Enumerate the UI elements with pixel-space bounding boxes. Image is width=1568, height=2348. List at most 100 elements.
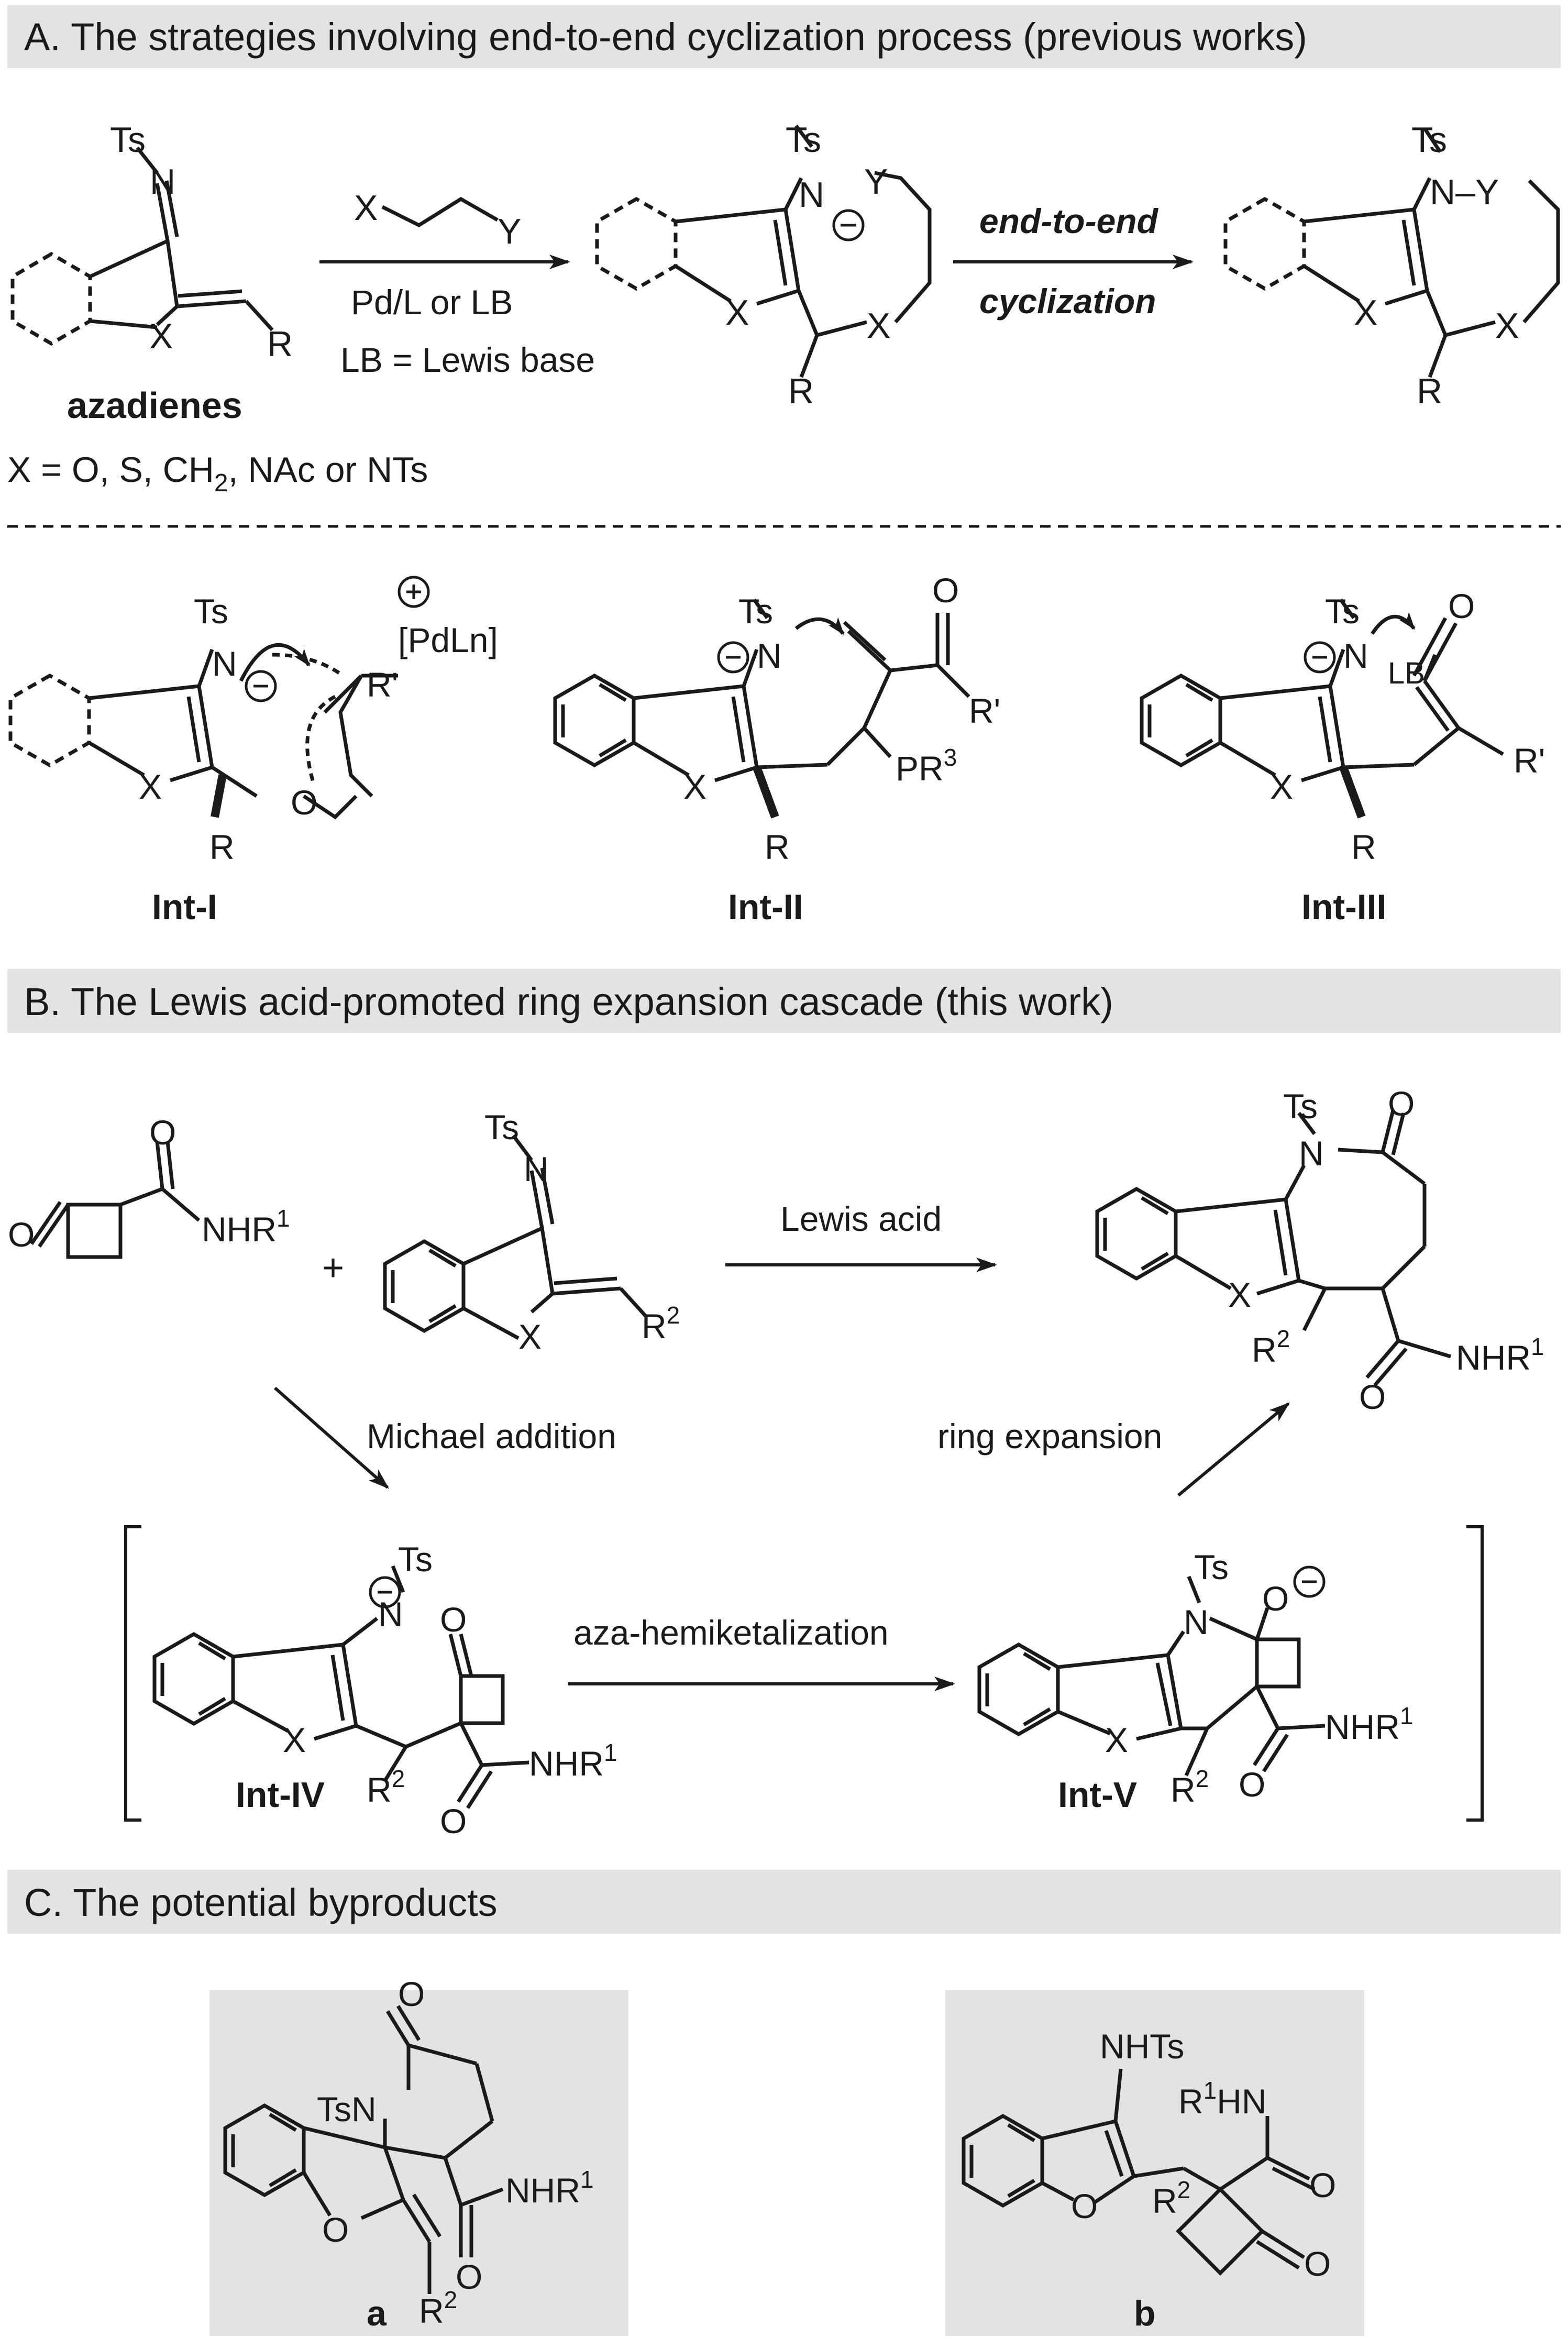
azadiene-b-r2: R2 [642, 1302, 680, 1346]
byproduct-b-o2: O [1309, 2166, 1336, 2204]
azadiene-b-structure [383, 1134, 648, 1340]
x-definition: X = O, S, CH2, NAc or NTs [7, 450, 428, 497]
section-a-title: A. The strategies involving end-to-end c… [24, 15, 1307, 59]
product-b-o1: O [1388, 1084, 1415, 1123]
product-a-n-y: N–Y [1430, 172, 1499, 212]
int-ii-r: R [765, 828, 790, 866]
section-b-header: B. The Lewis acid-promoted ring expansio… [7, 969, 1561, 1033]
azadiene-structure [10, 146, 274, 346]
byproduct-b-o3: O [1304, 2244, 1331, 2283]
int-iii-minus-icon [1304, 641, 1336, 674]
int-iii-rprime: R' [1514, 741, 1545, 780]
int-iii-r: R [1351, 828, 1376, 866]
int-iv-structure [152, 1565, 529, 1809]
zwitterion-ts: Ts [786, 120, 821, 160]
int-i-ts: Ts [194, 592, 228, 631]
section-c-title: C. The potential byproducts [24, 1881, 498, 1924]
azadiene-ts: Ts [110, 120, 146, 160]
cb-o1: O [8, 1215, 35, 1254]
azadiene-label: azadienes [67, 385, 242, 426]
int-v-structure [977, 1575, 1326, 1777]
plus-sign: + [322, 1247, 344, 1289]
azadiene-r: R [267, 324, 293, 364]
product-b-r2: R2 [1252, 1325, 1290, 1369]
arrow-a2-top: end-to-end [979, 202, 1159, 240]
int-i-plus-icon [397, 576, 430, 608]
int-iii-x: X [1270, 767, 1293, 806]
azadiene-b-n: N [524, 1150, 549, 1188]
reagent-structure [381, 196, 499, 228]
zwitterion-x2: X [867, 306, 890, 346]
byproduct-a-tsn: TsN [317, 2090, 377, 2129]
int-i-minus-icon [245, 670, 277, 702]
arrow-ring-expansion [1177, 1402, 1290, 1497]
int-v-r2: R2 [1171, 1765, 1209, 1809]
byproduct-a-r2: R2 [419, 2286, 457, 2330]
int-iii-label: Int-III [1301, 887, 1386, 927]
byproduct-a-o2: O [322, 2210, 349, 2249]
minus-charge-icon [832, 209, 865, 241]
int-v-ts: Ts [1194, 1548, 1229, 1586]
arrow-michael [274, 1386, 389, 1489]
int-v-o2: O [1239, 1765, 1265, 1804]
int-v-x: X [1105, 1721, 1128, 1759]
int-ii-minus-icon [717, 641, 749, 674]
int-iv-label: Int-IV [236, 1775, 325, 1815]
arrow-a1-cond2: LB = Lewis base [340, 340, 595, 379]
int-iv-o2: O [440, 1802, 467, 1840]
byproduct-b-nhts: NHTs [1100, 2027, 1184, 2066]
int-ii-n: N [757, 636, 782, 675]
int-iii-structure [1140, 598, 1504, 819]
int-iii-n: N [1343, 636, 1368, 675]
product-b-structure [1095, 1110, 1452, 1387]
int-i-n: N [212, 644, 237, 683]
product-b-x: X [1228, 1275, 1251, 1314]
byproduct-a-o3: O [456, 2257, 482, 2296]
int-iv-nhr1: NHR1 [529, 1739, 617, 1783]
zwitterion-r: R [788, 371, 814, 411]
zwitterion-structure [595, 124, 932, 378]
byproduct-a-label: a [367, 2294, 387, 2333]
product-b-n: N [1299, 1134, 1324, 1173]
cyclobutanone-amide-structure [30, 1141, 201, 1259]
arrow-a2-bottom: cyclization [979, 282, 1156, 321]
azadiene-b-x: X [518, 1317, 542, 1356]
int-v-label: Int-V [1058, 1775, 1137, 1815]
int-v-nhr1: NHR1 [1325, 1702, 1414, 1746]
aza-label: aza-hemiketalization [573, 1613, 889, 1652]
byproduct-b-panel [945, 1990, 1364, 2336]
section-c-header: C. The potential byproducts [7, 1870, 1561, 1934]
bracket-left [124, 1525, 141, 1822]
azadiene-n: N [150, 162, 175, 202]
int-ii-pr3: PR3 [896, 744, 957, 788]
int-ii-label: Int-II [728, 887, 803, 927]
int-v-n: N [1184, 1603, 1209, 1641]
int-ii-structure [553, 598, 970, 819]
int-v-o1: O [1262, 1579, 1289, 1618]
section-a-header: A. The strategies involving end-to-end c… [7, 5, 1561, 68]
byproduct-b-structure [962, 2068, 1316, 2276]
azadiene-x: X [149, 316, 173, 356]
product-a-ts: Ts [1411, 120, 1447, 160]
int-i-structure [8, 643, 398, 820]
product-a-r: R [1417, 371, 1442, 411]
zwitterion-x1: X [725, 293, 749, 333]
zwitterion-n: N [799, 175, 824, 215]
byproduct-a-panel [209, 1990, 628, 2336]
int-i-pd: [PdLn] [398, 621, 498, 659]
arrow-a1-cond1: Pd/L or LB [351, 283, 513, 322]
reagent-y: Y [498, 212, 521, 251]
int-iv-minus-icon [369, 1576, 401, 1608]
byproduct-a-o1: O [398, 1975, 425, 2013]
bracket-right [1466, 1525, 1484, 1822]
int-i-x: X [139, 767, 162, 806]
product-a-x1: X [1354, 293, 1377, 333]
section-b-title: B. The Lewis acid-promoted ring expansio… [24, 980, 1113, 1023]
byproduct-b-o1: O [1071, 2187, 1098, 2225]
int-i-o: O [291, 783, 317, 822]
ring-expansion-label: ring expansion [937, 1417, 1162, 1456]
int-i-label: Int-I [152, 887, 217, 927]
int-iii-ts: Ts [1325, 592, 1360, 631]
byproduct-b-r1hn: R1HN [1178, 2077, 1267, 2121]
int-ii-ts: Ts [738, 592, 773, 631]
